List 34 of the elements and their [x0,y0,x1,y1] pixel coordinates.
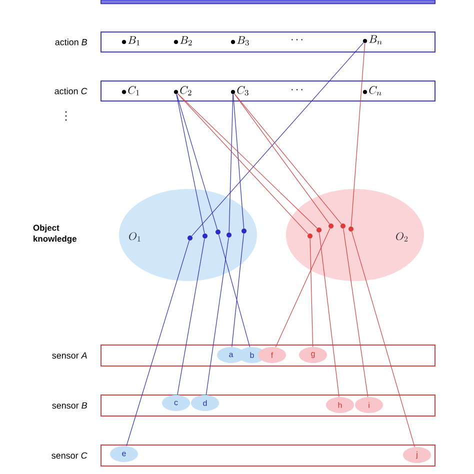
node-label: action B [55,38,87,46]
node-label: sensor C [52,452,88,459]
connector-line [126,240,190,446]
connector-line [310,238,314,348]
connector-line [319,232,340,398]
connector-line [206,237,229,396]
ellipsis: $\vdots$ [65,111,67,121]
node-label: sensor A [52,352,87,359]
point-label: $B_3$ [230,36,249,46]
node-label: action C [54,88,88,94]
connector-line [232,233,244,348]
connector-line [192,42,364,236]
connector-line [177,238,205,396]
point-label: $B_n$ [362,35,382,44]
connector-line [176,94,218,230]
connector-line [232,94,244,229]
ellipsis: $\cdots$ [292,89,302,90]
point-label: $B_2$ [174,36,192,46]
connector-line [228,94,234,233]
ellipsis: $\cdots$ [292,39,302,40]
node-label: sensor B [52,402,87,409]
connector-line [176,94,205,234]
row-box [100,0,436,4]
point-label: $C_3$ [230,86,248,96]
connector-line [275,228,330,348]
point-label: $C_n$ [362,86,382,96]
point-label: $C_2$ [174,86,192,96]
point-label: $B_1$ [122,36,140,46]
connector-line [351,231,415,448]
connector-line [350,43,366,227]
heading-label: Object knowledge [33,224,76,244]
connector-line [218,234,250,348]
connector-line [343,228,368,398]
point-label: $C_1$ [122,86,140,96]
